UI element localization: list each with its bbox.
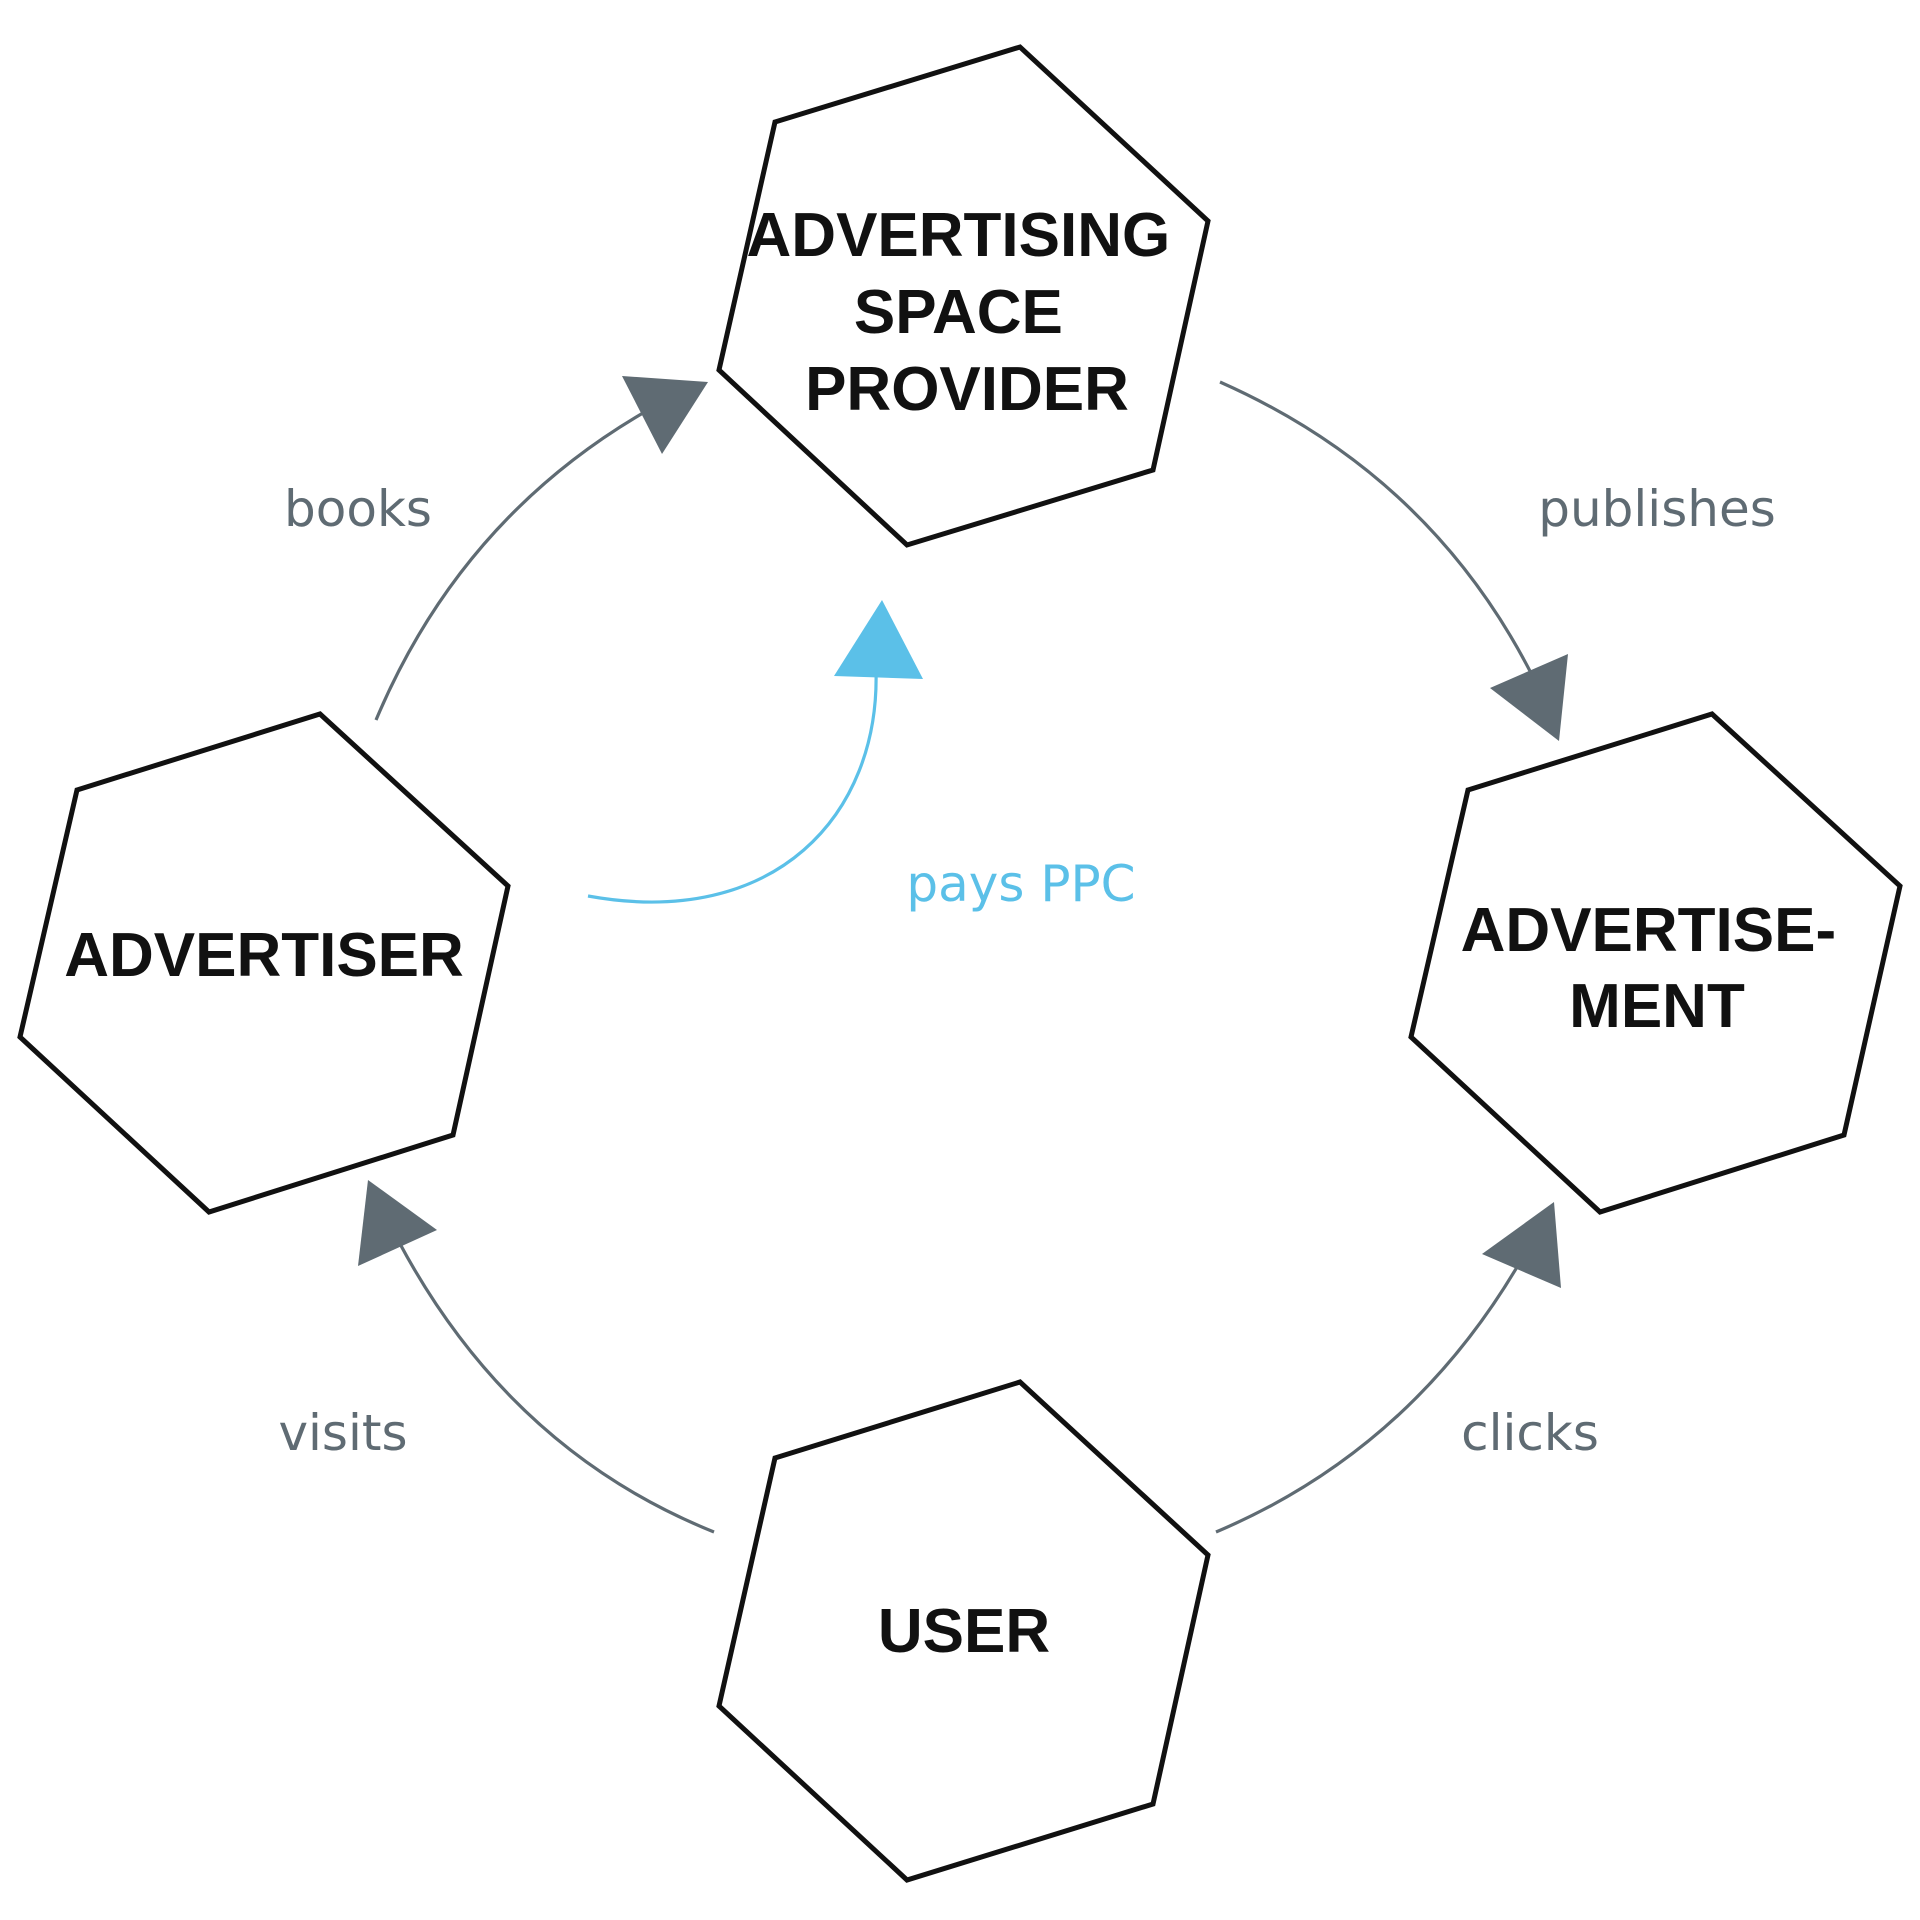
publishes-arc (1219, 380, 1534, 676)
publishes-label: publishes (1538, 480, 1776, 538)
node-advertiser: ADVERTISER (17, 711, 511, 1215)
node-advertising-space-provider: ADVERTISING SPACE PROVIDER (716, 44, 1211, 548)
user-label-line-1: USER (878, 1597, 1050, 1666)
pays-ppc-arc (587, 669, 878, 904)
publishes-arrowhead (1490, 654, 1568, 741)
advertisement-label-line-1: ADVERTISE- (1461, 896, 1836, 965)
visits-label: visits (278, 1404, 407, 1462)
advertiser-label-line-1: ADVERTISER (64, 921, 464, 990)
advertiser-hexagon (17, 711, 511, 1215)
user-hexagon (716, 1379, 1211, 1883)
clicks-arrowhead (1482, 1202, 1561, 1288)
books-label: books (284, 480, 432, 538)
edge-clicks (1215, 1202, 1561, 1534)
advertisement-label-line-2: MENT (1569, 972, 1745, 1041)
pays-ppc-arrowhead (834, 600, 923, 679)
pays-ppc-label: pays PPC (906, 855, 1135, 913)
edge-pays-ppc (587, 600, 923, 904)
edge-books (374, 376, 708, 721)
node-user: USER (716, 1379, 1211, 1883)
provider-label-line-1: ADVERTISING (747, 201, 1171, 270)
visits-arc (397, 1241, 715, 1534)
provider-label: ADVERTISING SPACE PROVIDER (747, 201, 1188, 424)
node-advertisement: ADVERTISE- MENT (1408, 711, 1903, 1215)
provider-hexagon (716, 44, 1211, 548)
advertiser-label: ADVERTISER (64, 921, 464, 990)
user-label: USER (878, 1597, 1050, 1666)
clicks-label: clicks (1461, 1404, 1599, 1462)
edge-visits (358, 1180, 715, 1534)
advertisement-label: ADVERTISE- MENT (1461, 896, 1854, 1041)
advertisement-hexagon (1408, 711, 1903, 1215)
provider-label-line-3: PROVIDER (805, 355, 1129, 424)
clicks-arc (1215, 1261, 1522, 1534)
provider-label-line-2: SPACE (854, 278, 1063, 347)
edge-publishes (1219, 380, 1568, 741)
books-arc (374, 411, 644, 721)
visits-arrowhead (358, 1180, 437, 1266)
books-arrowhead (622, 376, 708, 454)
